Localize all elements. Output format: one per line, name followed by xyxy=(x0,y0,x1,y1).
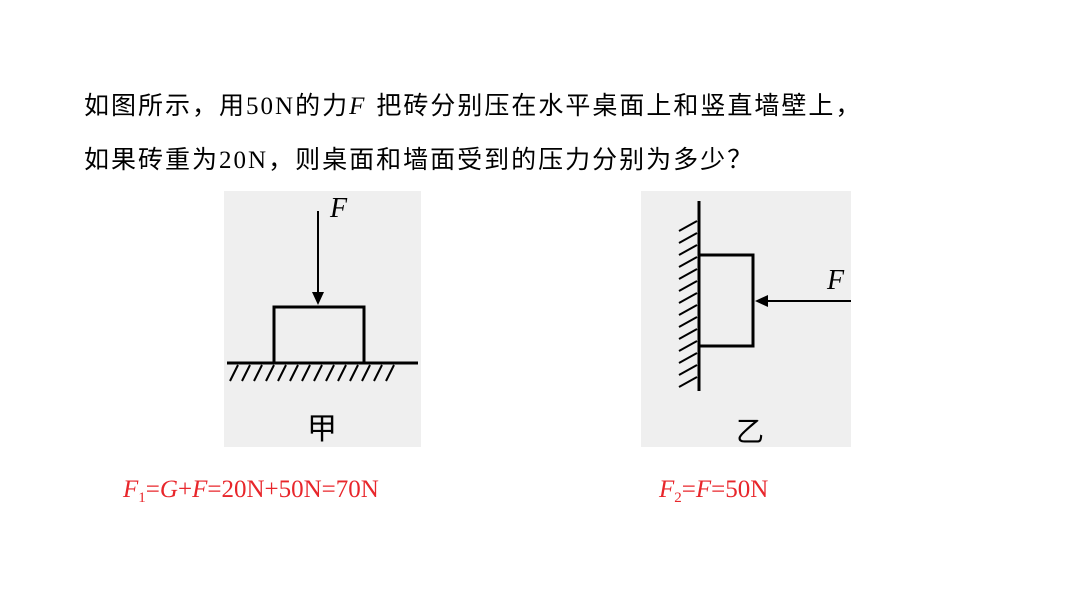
brick xyxy=(697,253,755,348)
answer-table-pressure: F1=G+F=20N+50N=70N xyxy=(123,476,379,507)
force-label: F xyxy=(329,193,348,224)
force-variable: F xyxy=(192,476,208,503)
answer-text: = xyxy=(145,476,160,503)
table-hatching xyxy=(229,364,395,382)
figure-wall-drawing: F 乙 xyxy=(678,201,851,447)
figure-wall: F 乙 xyxy=(641,191,851,447)
force-arrow-head xyxy=(312,292,324,305)
figure-table: F 甲 xyxy=(224,191,421,447)
weight-variable: G xyxy=(159,476,178,503)
figure-caption: 乙 xyxy=(736,415,764,447)
question-text: 把砖分别压在水平桌面上和竖直墙壁上， xyxy=(366,91,863,120)
answer-subscript: 2 xyxy=(674,490,682,506)
answer-text: =20N+50N=70N xyxy=(207,476,379,503)
brick xyxy=(272,305,366,365)
figure-table-drawing: F 甲 xyxy=(227,193,418,447)
question-text: 如果砖重为 xyxy=(84,145,220,174)
question-text: 如图所示，用 xyxy=(84,91,247,120)
answer-text: =50N xyxy=(711,476,769,503)
answer-subscript: 1 xyxy=(138,490,146,506)
answer-wall-pressure: F2=F=50N xyxy=(659,476,768,507)
answer-text: = xyxy=(681,476,696,503)
answer-text: + xyxy=(177,476,193,503)
question-line-1: 如图所示，用50N的力F 把砖分别压在水平桌面上和竖直墙壁上， xyxy=(84,86,862,122)
question-text: 的力 xyxy=(295,91,350,120)
weight-value: 20N xyxy=(219,147,269,174)
figure-caption: 甲 xyxy=(307,412,337,447)
force-label: F xyxy=(826,265,845,296)
force-value: 50N xyxy=(246,93,296,120)
force-arrow-head xyxy=(755,295,768,307)
answer-variable: F xyxy=(659,476,675,503)
question-text: ，则桌面和墙面受到的压力分别为多少？ xyxy=(268,145,755,174)
force-variable: F xyxy=(695,476,712,503)
question-line-2: 如果砖重为20N，则桌面和墙面受到的压力分别为多少？ xyxy=(84,140,754,176)
wall-hatching xyxy=(678,220,698,388)
force-variable: F xyxy=(349,93,367,120)
answer-variable: F xyxy=(123,476,139,503)
